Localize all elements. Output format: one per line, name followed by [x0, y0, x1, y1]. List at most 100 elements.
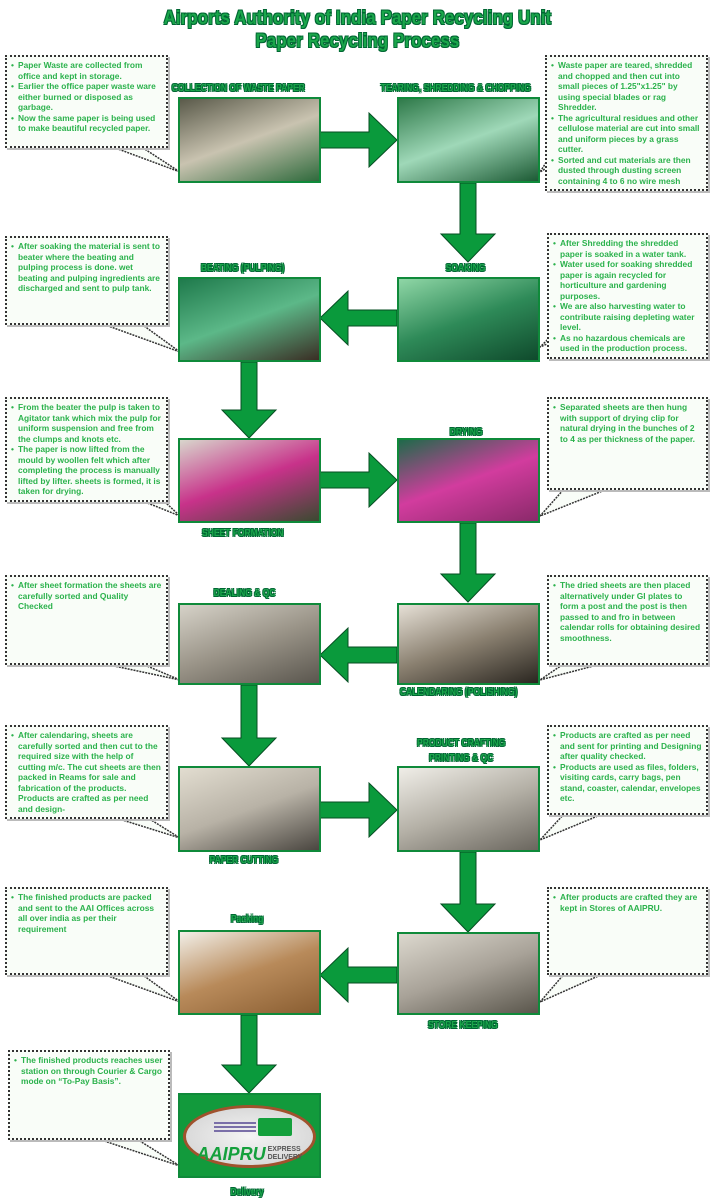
drying-label: DRYING: [449, 426, 482, 438]
delivery-callout-tail: [94, 1137, 181, 1167]
collection-photo: [178, 97, 321, 183]
product-crafting-label: PRODUCT CRAFTING PRINTING & QC: [416, 738, 505, 764]
bullet-item: Water used for soaking shredded paper is…: [553, 259, 702, 301]
dealing-qc-photo: [178, 603, 321, 685]
bullet-item: The agricultural residues and other cell…: [551, 113, 702, 155]
beating-callout-tail: [99, 322, 181, 353]
bullet-item: Earlier the office paper waste ware eith…: [11, 81, 162, 113]
page-title: Airports Authority of India Paper Recycl…: [163, 8, 552, 29]
flow-arrow-icon: [220, 361, 278, 439]
bullet-item: After calendaring, sheets are carefully …: [11, 730, 162, 814]
flow-arrow-icon: [319, 781, 398, 839]
packing-label: Packing: [230, 913, 263, 925]
soaking-photo: [397, 277, 540, 362]
calendaring-label: CALENDARING (POLISHING): [399, 686, 517, 698]
product-crafting-bullet-list: Products are crafted as per need and sen…: [553, 730, 702, 804]
logo-sub-text: EXPRESS DELIVERY: [267, 1146, 303, 1161]
delivery-label: Delivery: [230, 1186, 264, 1198]
bullet-item: After sheet formation the sheets are car…: [11, 580, 162, 612]
paper-cutting-label: PAPER CUTTING: [209, 854, 278, 866]
flow-arrow-icon: [439, 182, 497, 263]
collection-callout-tail: [109, 145, 181, 173]
bullet-item: After products are crafted they are kept…: [553, 892, 702, 913]
drying-callout-tail: [539, 487, 611, 517]
sheet-formation-bullet-list: From the beater the pulp is taken to Agi…: [11, 402, 162, 497]
dealing-qc-bullet-list: After sheet formation the sheets are car…: [11, 580, 162, 612]
delivery-callout: The finished products reaches user stati…: [8, 1050, 170, 1140]
calendaring-bullet-list: The dried sheets are then placed alterna…: [553, 580, 702, 643]
speed-line: [214, 1130, 256, 1132]
packing-photo: [178, 930, 321, 1015]
collection-callout: Paper Waste are collected from office an…: [5, 55, 168, 148]
flow-arrow-icon: [220, 684, 278, 767]
flow-arrow-icon: [439, 522, 497, 603]
calendaring-callout-tail: [539, 662, 606, 681]
calendaring-callout: The dried sheets are then placed alterna…: [547, 575, 708, 665]
bullet-item: After Shredding the shredded paper is so…: [553, 238, 702, 259]
page-subtitle: Paper Recycling Process: [255, 31, 460, 52]
store-keeping-bullet-list: After products are crafted they are kept…: [553, 892, 702, 913]
paper-cutting-bullet-list: After calendaring, sheets are carefully …: [11, 730, 162, 814]
bullet-item: Now the same paper is being used to make…: [11, 113, 162, 134]
flow-arrow-icon: [319, 111, 398, 169]
delivery-bullet-list: The finished products reaches user stati…: [14, 1055, 164, 1087]
bullet-item: Paper Waste are collected from office an…: [11, 60, 162, 81]
store-keeping-callout: After products are crafted they are kept…: [547, 887, 708, 975]
beating-bullet-list: After soaking the material is sent to be…: [11, 241, 162, 294]
beating-label: BEATING (PULPING): [200, 262, 284, 274]
flow-arrow-icon: [220, 1014, 278, 1094]
bullet-item: The paper is now lifted from the mould b…: [11, 444, 162, 497]
speed-line: [214, 1122, 256, 1124]
dealing-qc-callout-tail: [99, 662, 181, 681]
bullet-item: We are also harvesting water to contribu…: [553, 301, 702, 333]
paper-cutting-photo: [178, 766, 321, 852]
dealing-qc-callout: After sheet formation the sheets are car…: [5, 575, 168, 665]
calendaring-photo: [397, 603, 540, 685]
soaking-label: SOAKING: [445, 262, 485, 274]
store-keeping-label: STORE KEEPING: [427, 1019, 498, 1031]
sheet-formation-label: SHEET FORMATION: [201, 527, 284, 539]
tearing-callout: Waste paper are teared, shredded and cho…: [545, 55, 708, 191]
tearing-label: TEARING, SHREDDING & CHOPPING: [380, 82, 531, 94]
speed-line: [214, 1126, 256, 1128]
bullet-item: The finished products are packed and sen…: [11, 892, 162, 934]
bullet-item: Waste paper are teared, shredded and cho…: [551, 60, 702, 113]
beating-callout: After soaking the material is sent to be…: [5, 236, 168, 325]
drying-callout: Separated sheets are then hung with supp…: [547, 397, 708, 490]
bullet-item: From the beater the pulp is taken to Agi…: [11, 402, 162, 444]
bullet-item: The dried sheets are then placed alterna…: [553, 580, 702, 643]
packing-callout-tail: [99, 972, 181, 1003]
sheet-formation-callout: From the beater the pulp is taken to Agi…: [5, 397, 168, 502]
dealing-qc-label: DEALING & QC: [213, 587, 275, 599]
logo-main-text: AAIPRU: [196, 1144, 266, 1164]
flow-arrow-icon: [439, 851, 497, 933]
collection-bullet-list: Paper Waste are collected from office an…: [11, 60, 162, 134]
flow-arrow-icon: [319, 451, 398, 509]
soaking-bullet-list: After Shredding the shredded paper is so…: [553, 238, 702, 354]
tearing-bullet-list: Waste paper are teared, shredded and cho…: [551, 60, 702, 186]
bullet-item: After soaking the material is sent to be…: [11, 241, 162, 294]
packing-bullet-list: The finished products are packed and sen…: [11, 892, 162, 934]
soaking-callout: After Shredding the shredded paper is so…: [547, 233, 708, 359]
bullet-item: Sorted and cut materials are then dusted…: [551, 155, 702, 187]
beating-photo: [178, 277, 321, 362]
paper-cutting-callout: After calendaring, sheets are carefully …: [5, 725, 168, 819]
drying-photo: [397, 438, 540, 523]
collection-label: COLLECTION OF WASTE PAPER: [171, 82, 305, 94]
truck-icon: [258, 1118, 292, 1136]
bullet-item: The finished products reaches user stati…: [14, 1055, 164, 1087]
bullet-item: As no hazardous chemicals are used in th…: [553, 333, 702, 354]
product-crafting-callout: Products are crafted as per need and sen…: [547, 725, 708, 815]
store-keeping-photo: [397, 932, 540, 1015]
sheet-formation-photo: [178, 438, 321, 523]
flow-arrow-icon: [319, 946, 398, 1004]
product-crafting-photo: [397, 766, 540, 852]
bullet-item: Separated sheets are then hung with supp…: [553, 402, 702, 444]
packing-callout: The finished products are packed and sen…: [5, 887, 168, 975]
product-crafting-callout-tail: [539, 812, 606, 841]
flow-arrow-icon: [319, 289, 398, 347]
store-keeping-callout-tail: [539, 972, 606, 1003]
